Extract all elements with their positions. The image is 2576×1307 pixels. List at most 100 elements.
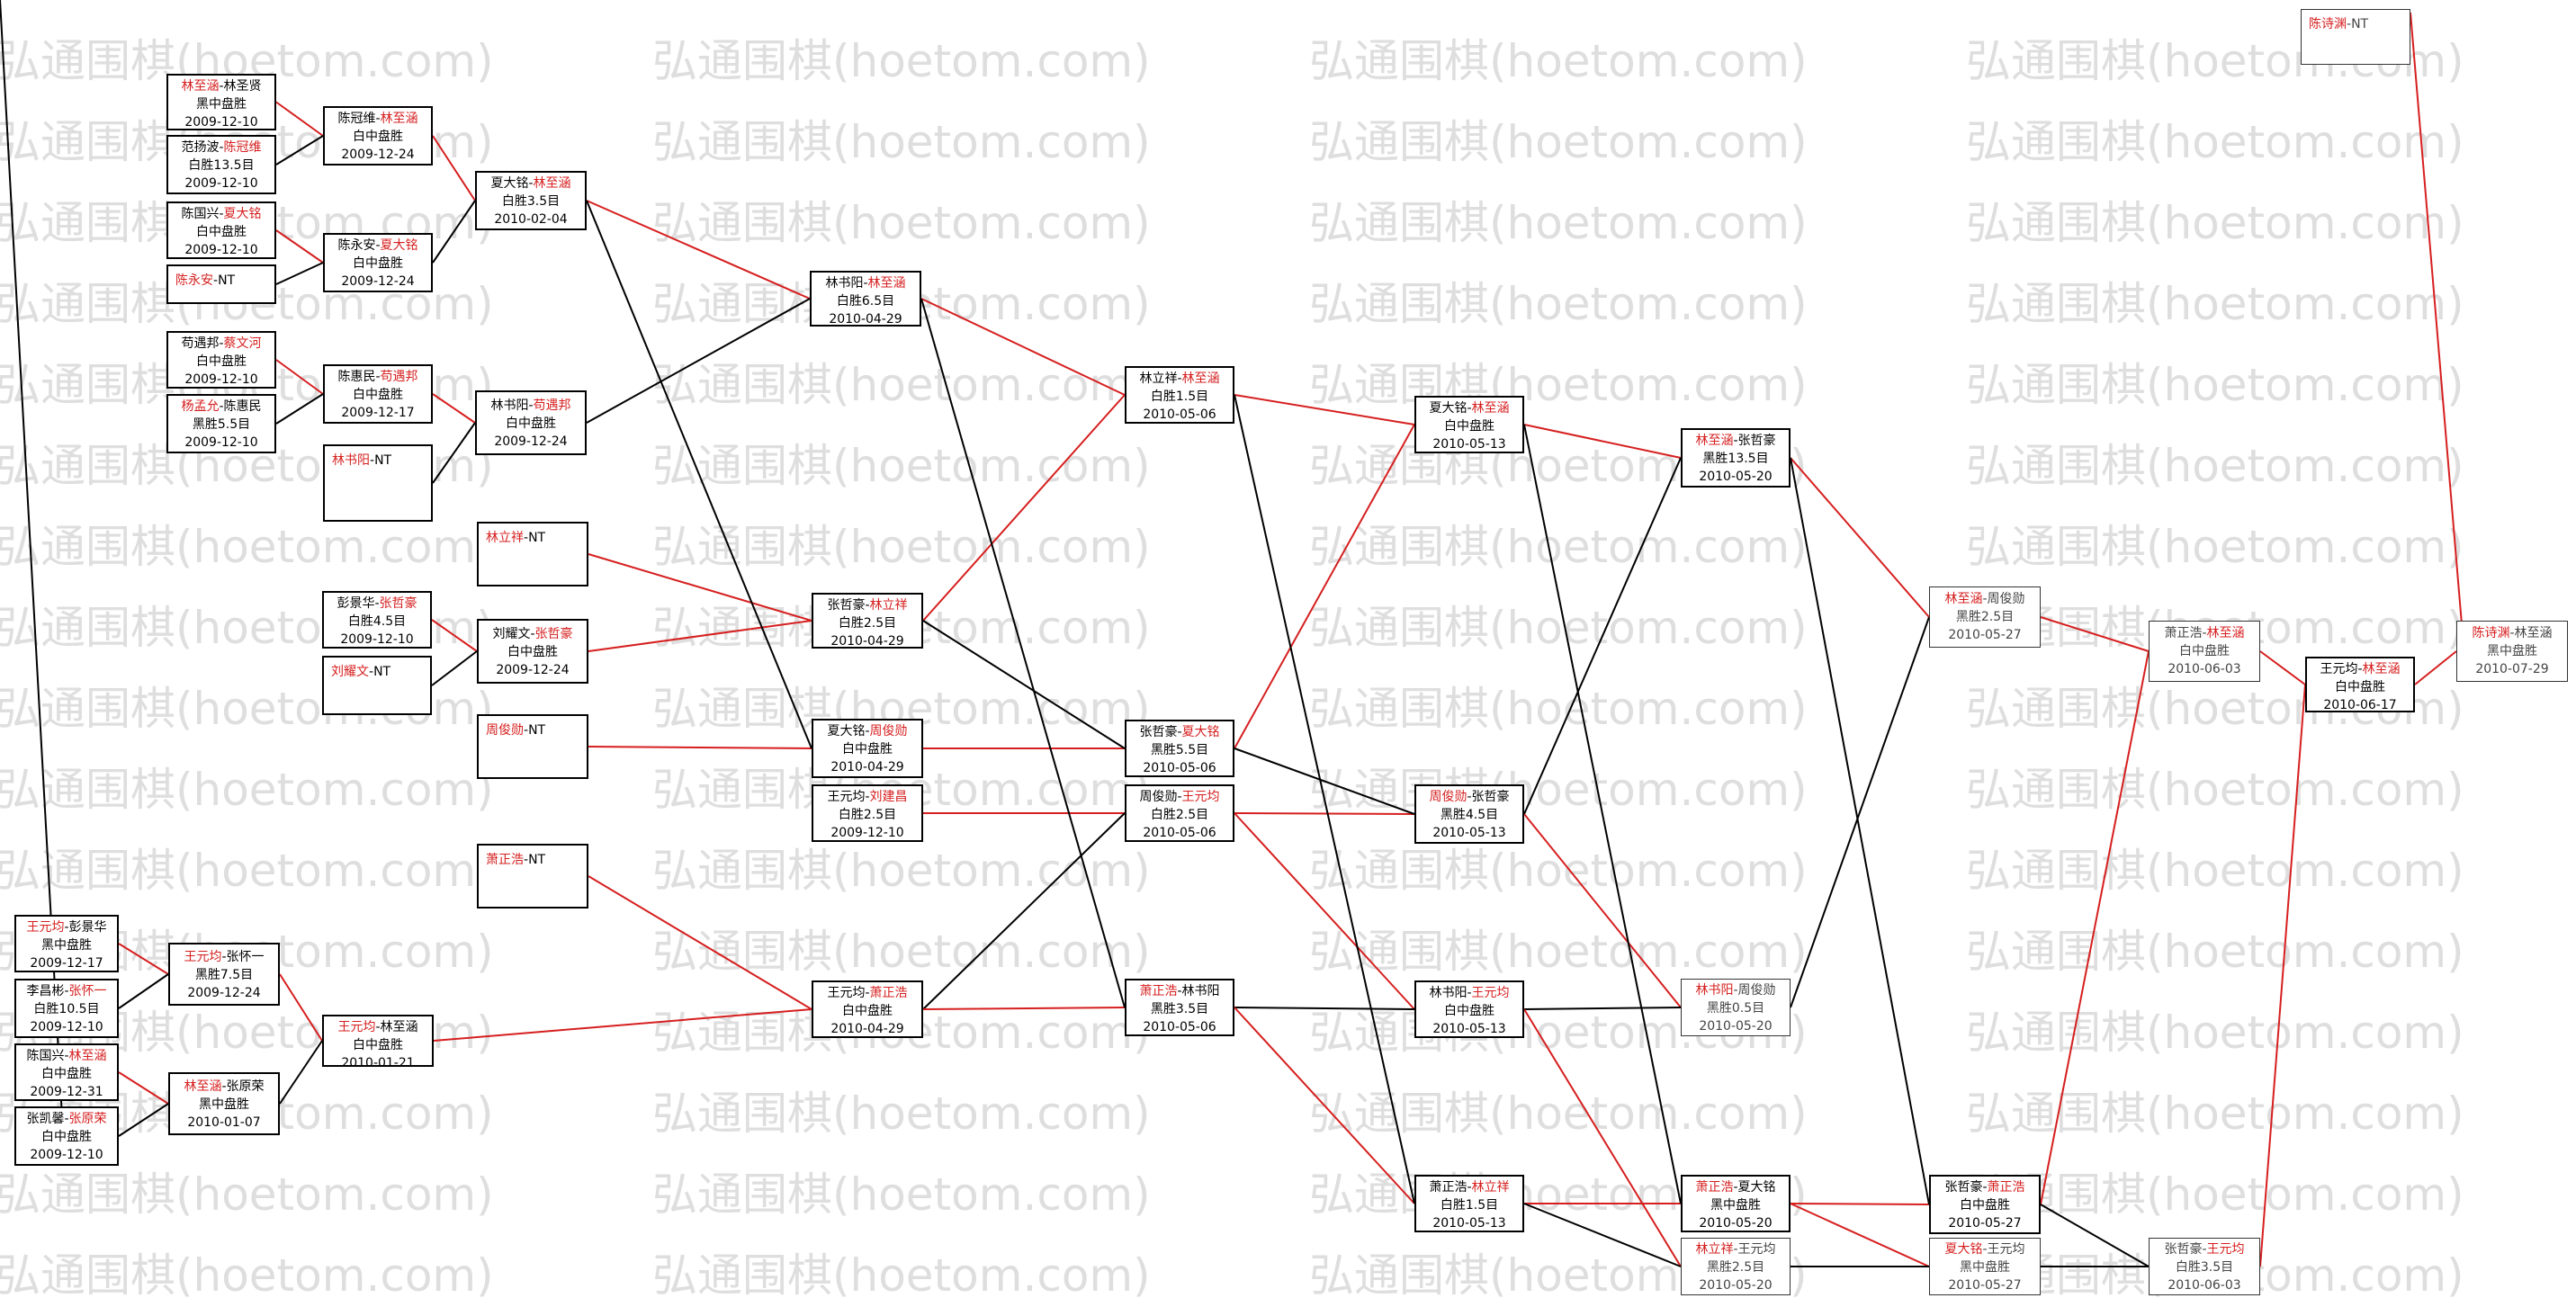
match-players: 彭景华-张哲豪 bbox=[324, 595, 430, 613]
player-separator: - bbox=[219, 399, 224, 414]
player-white: 林至涵 bbox=[1181, 372, 1220, 386]
match-box[interactable]: 陈永安-NT bbox=[166, 264, 276, 304]
match-date: 2010-01-07 bbox=[187, 1115, 261, 1130]
player-black: 林书阳 bbox=[825, 276, 864, 291]
match-date: 2010-06-03 bbox=[2168, 662, 2241, 676]
player-black: 王元均 bbox=[337, 1020, 376, 1034]
winner-connector bbox=[2259, 650, 2306, 685]
match-players: 陈永安-夏大铭 bbox=[325, 237, 431, 255]
player-separator: - bbox=[863, 276, 868, 291]
winner-connector bbox=[922, 394, 1126, 622]
match-box[interactable]: 萧正浩-NT bbox=[477, 844, 588, 909]
player-black: 周俊勋 bbox=[1429, 790, 1468, 804]
player-separator: - bbox=[221, 1079, 227, 1094]
player-separator: - bbox=[375, 112, 381, 126]
match-date: 2010-05-27 bbox=[1948, 1216, 2022, 1231]
match-date: 2009-12-31 bbox=[30, 1085, 103, 1099]
player-white: 陈惠民 bbox=[223, 399, 262, 414]
player-white: NT bbox=[528, 531, 546, 545]
player-white: 夏大铭 bbox=[1737, 1180, 1776, 1195]
match-box[interactable]: 林书阳-NT bbox=[323, 444, 433, 522]
player-white: NT bbox=[528, 723, 546, 738]
loser-connector bbox=[1234, 394, 1415, 1204]
winner-connector bbox=[432, 135, 476, 201]
match-players: 林至涵-张哲豪 bbox=[1683, 432, 1789, 450]
player-black: 林立祥 bbox=[486, 531, 524, 545]
winner-connector bbox=[920, 298, 1126, 396]
match-date: 2009-12-17 bbox=[30, 956, 103, 971]
match-result: 白胜3.5目 bbox=[501, 194, 561, 209]
match-result: 黑中盘胜 bbox=[199, 1097, 249, 1112]
player-separator: - bbox=[2202, 626, 2207, 640]
match-box[interactable]: 陈诗渊-NT bbox=[2301, 9, 2410, 65]
player-separator: - bbox=[64, 1049, 69, 1063]
loser-connector bbox=[275, 262, 324, 285]
player-separator: - bbox=[369, 665, 374, 679]
match-players: 杨孟允-陈惠民 bbox=[168, 398, 274, 416]
match-box[interactable]: 周俊勋-NT bbox=[477, 714, 588, 779]
winner-connector bbox=[118, 1071, 169, 1105]
player-separator: - bbox=[219, 336, 224, 351]
player-white: 夏大铭 bbox=[380, 238, 418, 253]
match-box[interactable]: 刘耀文-NT bbox=[322, 656, 432, 715]
match-box[interactable]: 林立祥-NT bbox=[477, 522, 588, 586]
match-date: 2010-05-13 bbox=[1432, 437, 1506, 452]
match-result: 黑中盘胜 bbox=[41, 938, 92, 953]
match-date: 2009-12-24 bbox=[496, 663, 570, 677]
match-players: 陈国兴-夏大铭 bbox=[168, 205, 274, 223]
player-white: 王元均 bbox=[1471, 986, 1510, 1000]
winner-connector bbox=[1234, 394, 1415, 425]
player-separator: - bbox=[528, 398, 534, 413]
match-date: 2009-12-10 bbox=[30, 1148, 103, 1162]
match-players: 夏大铭-林至涵 bbox=[477, 175, 585, 192]
winner-connector bbox=[432, 393, 476, 424]
player-white: 夏大铭 bbox=[1181, 725, 1220, 739]
match-players: 陈诗渊-林至涵 bbox=[2457, 624, 2567, 642]
player-white: 陈冠维 bbox=[223, 140, 262, 155]
match-date: 2010-01-21 bbox=[341, 1056, 415, 1070]
